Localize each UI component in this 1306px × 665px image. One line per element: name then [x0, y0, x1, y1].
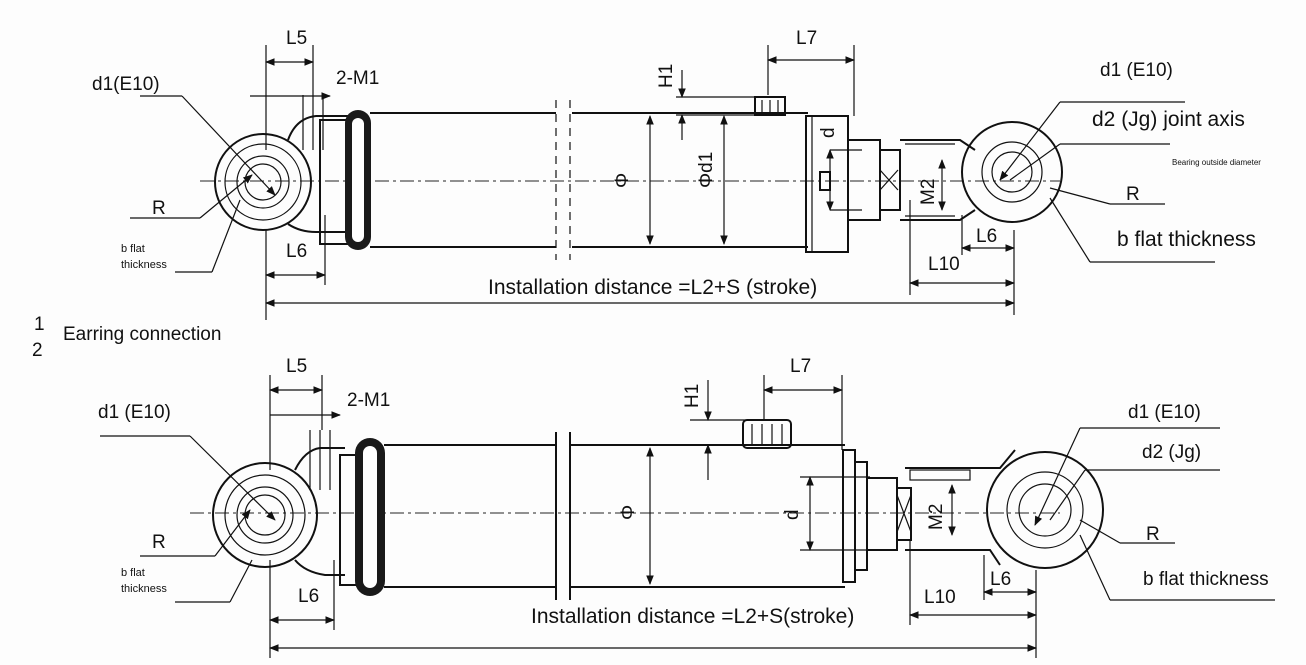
top-right-eye	[961, 121, 1063, 223]
top-d2-label: d2 (Jg) joint axis	[1092, 108, 1245, 131]
top-phi-d1-label: Φd1	[696, 152, 717, 188]
bottom-b-right-label: b flat thickness	[1143, 569, 1269, 590]
bottom-install-label: Installation distance =L2+S(stroke)	[531, 605, 854, 628]
top-l6-left-label: L6	[286, 241, 307, 262]
top-l5-label: L5	[286, 28, 307, 49]
bottom-port	[742, 419, 792, 449]
bottom-r-right-label: R	[1146, 524, 1160, 545]
bottom-l6-right-label: L6	[990, 569, 1011, 590]
top-port	[754, 96, 786, 116]
top-l10-label: L10	[928, 254, 960, 275]
top-left-eye	[214, 95, 348, 233]
bottom-m1-label: 2-M1	[347, 390, 390, 411]
top-d1-right-label: d1 (E10)	[1100, 60, 1173, 81]
bottom-right-eye	[986, 451, 1104, 569]
top-m2-label: M2	[918, 179, 939, 205]
caption-number-2: 2	[32, 340, 43, 361]
top-cylinder-body	[319, 96, 1063, 260]
top-d1-left-label: d1(E10)	[92, 74, 160, 95]
top-install-label: Installation distance =L2+S (stroke)	[488, 276, 817, 299]
bottom-d-label: d	[782, 509, 803, 520]
bottom-d1-right-label: d1 (E10)	[1128, 402, 1201, 423]
top-b-right-label: b flat thickness	[1117, 228, 1256, 251]
top-b-left-label-1: b flat	[121, 243, 145, 255]
bottom-l7-label: L7	[790, 356, 811, 377]
top-b-left-label-2: thickness	[121, 259, 167, 271]
bottom-b-left-label-2: thickness	[121, 583, 167, 595]
bottom-b-left-label-1: b flat	[121, 567, 145, 579]
top-d-label: d	[818, 127, 839, 138]
bottom-l10-label: L10	[924, 587, 956, 608]
bottom-cylinder	[100, 375, 1275, 658]
top-phi-label: Φ	[612, 173, 633, 188]
caption-text: Earring connection	[63, 324, 221, 345]
bottom-m2-label: M2	[926, 504, 947, 530]
bottom-r-left-label: R	[152, 532, 166, 553]
top-cylinder	[130, 45, 1215, 320]
top-l7-label: L7	[796, 28, 817, 49]
bottom-d2-label: d2 (Jg)	[1142, 442, 1201, 463]
bottom-d1-left-label: d1 (E10)	[98, 402, 171, 423]
top-l6-right-label: L6	[976, 226, 997, 247]
top-bearing-label: Bearing outside diameter	[1172, 158, 1261, 167]
bottom-left-eye	[212, 430, 345, 576]
bottom-l5-label: L5	[286, 356, 307, 377]
bottom-phi-label: Φ	[618, 505, 639, 520]
top-h1-label: H1	[656, 64, 677, 88]
bottom-h1-label: H1	[682, 384, 703, 408]
top-m1-label: 2-M1	[336, 68, 379, 89]
caption-number-1: 1	[34, 314, 45, 335]
bottom-l6-left-label: L6	[298, 586, 319, 607]
bottom-cylinder-body	[339, 419, 1104, 600]
top-r-left-label: R	[152, 198, 166, 219]
top-r-right-label: R	[1126, 184, 1140, 205]
